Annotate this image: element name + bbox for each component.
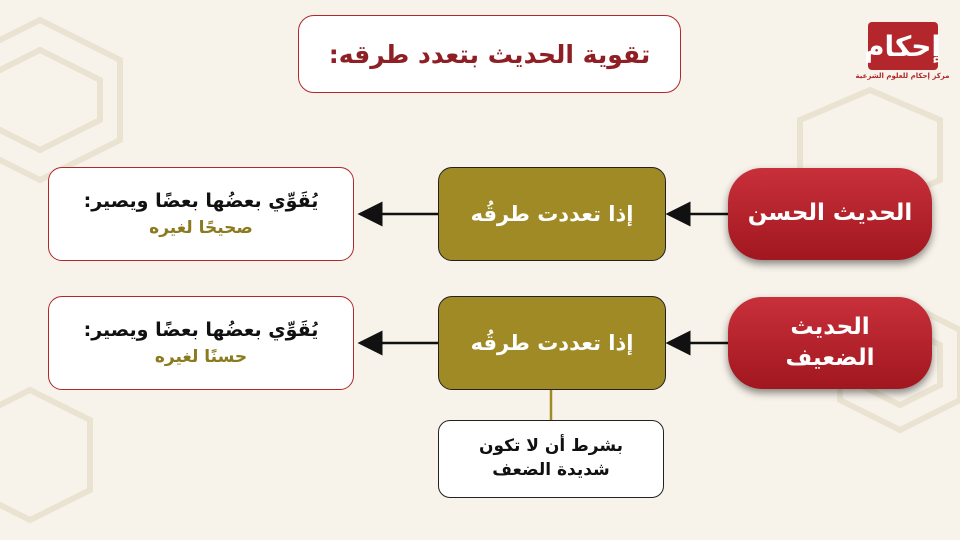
page-title: تقوية الحديث بتعدد طرقه: bbox=[298, 15, 681, 93]
weakness-condition-note: بشرط أن لا تكون شديدة الضعف bbox=[438, 420, 664, 498]
result-row1-main: يُقَوِّي بعضُها بعضًا ويصير: bbox=[83, 190, 319, 212]
result-row2-sub: حسنًا لغيره bbox=[154, 346, 248, 367]
condition-row1-label: إذا تعددت طرقُه bbox=[470, 202, 634, 226]
result-row2-main: يُقَوِّي بعضُها بعضًا ويصير: bbox=[83, 319, 319, 341]
result-row1-sub: صحيحًا لغيره bbox=[149, 217, 253, 238]
condition-box-row2: إذا تعددت طرقُه bbox=[438, 296, 666, 390]
brand-logo: إحكام مركز إحكام للعلوم الشرعية bbox=[856, 22, 949, 92]
page-title-text: تقوية الحديث بتعدد طرقه: bbox=[328, 39, 651, 69]
source-hasan: الحديث الحسن bbox=[728, 168, 932, 260]
source-daeef-label: الحديث الضعيف bbox=[785, 313, 875, 371]
condition-box-row1: إذا تعددت طرقُه bbox=[438, 167, 666, 261]
logo-mark: إحكام bbox=[864, 22, 941, 70]
condition-row2-label: إذا تعددت طرقُه bbox=[470, 331, 634, 355]
source-hasan-label: الحديث الحسن bbox=[747, 200, 913, 227]
result-box-row1: يُقَوِّي بعضُها بعضًا ويصير: صحيحًا لغير… bbox=[48, 167, 354, 261]
source-daeef: الحديث الضعيف bbox=[728, 297, 932, 389]
result-box-row2: يُقَوِّي بعضُها بعضًا ويصير: حسنًا لغيره bbox=[48, 296, 354, 390]
weakness-condition-text: بشرط أن لا تكون شديدة الضعف bbox=[478, 436, 624, 480]
logo-subtitle: مركز إحكام للعلوم الشرعية bbox=[855, 72, 950, 80]
